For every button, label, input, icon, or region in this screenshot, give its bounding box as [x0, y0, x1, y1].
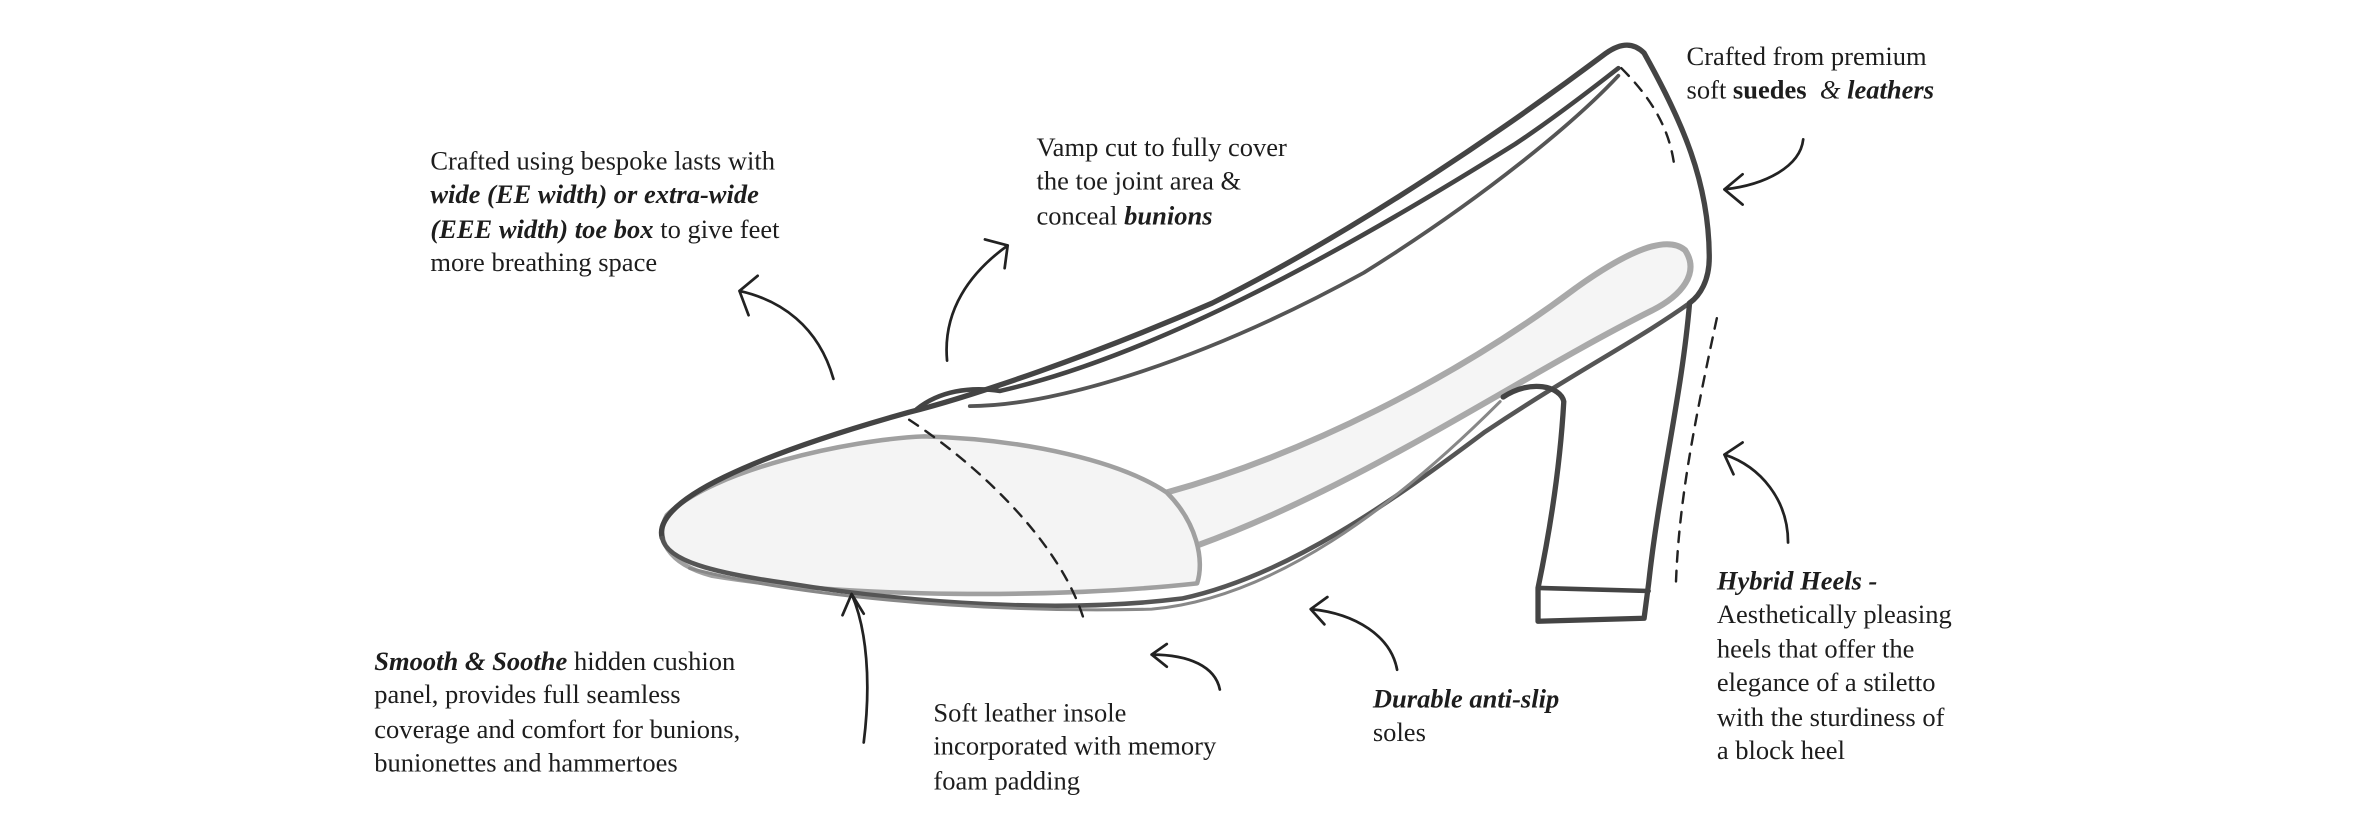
annotation-emphasis: bunions	[1124, 199, 1213, 231]
annotation-text: Aesthetically pleasing	[1716, 599, 1952, 630]
annotation-emphasis: leathers	[1847, 74, 1935, 106]
annotation-text: coverage and comfort for bunions,	[374, 713, 741, 744]
arrow-icon	[945, 238, 1010, 363]
annotation-text: Crafted using bespoke lasts with	[430, 145, 776, 176]
sole-annotation: Durable anti-slip soles	[1373, 682, 1559, 750]
annotation-text: &	[1806, 74, 1848, 106]
annotation-text: conceal	[1036, 199, 1125, 231]
annotation-text: panel, provides full seamless	[374, 679, 681, 710]
annotation-text: Crafted from premium	[1686, 40, 1927, 72]
arrow-icon	[1150, 642, 1222, 691]
heel-dashed-line	[1674, 317, 1719, 585]
annotation-text: heels that offer the	[1716, 633, 1915, 664]
annotation-text: soft	[1686, 74, 1733, 106]
annotation-emphasis: Durable anti-slip	[1372, 683, 1560, 714]
annotation-emphasis: wide (EE width) or extra-wide	[430, 179, 759, 210]
annotation-text: elegance of a stiletto	[1716, 667, 1936, 698]
shoe-upper-outline	[658, 42, 1712, 541]
annotation-text: Soft leather insole	[933, 697, 1127, 728]
heel-outline	[1500, 300, 1693, 624]
annotation-text: hidden cushion	[567, 645, 736, 676]
arrow-icon	[841, 592, 869, 744]
arrow-icon	[738, 274, 835, 381]
collar-line-2	[967, 73, 1621, 408]
back-dashed-line	[1620, 66, 1676, 168]
vamp-annotation: Vamp cut to fully cover the toe joint ar…	[1036, 130, 1286, 232]
annotation-text: more breathing space	[430, 247, 658, 278]
annotation-text: bunionettes and hammertoes	[374, 747, 678, 778]
insole-annotation: Soft leather insole incorporated with me…	[933, 696, 1216, 798]
arrow-icon	[1309, 595, 1399, 672]
collar-line	[914, 65, 1621, 412]
arrow-icon	[1723, 441, 1790, 544]
materials-annotation: Crafted from premium soft suedes & leath…	[1687, 39, 1935, 107]
annotation-text: incorporated with memory	[933, 730, 1217, 762]
annotation-text: a block heel	[1716, 734, 1845, 766]
sole-bottom	[687, 400, 1502, 612]
annotation-text: soles	[1372, 717, 1426, 748]
annotation-text: the toe joint area &	[1036, 165, 1242, 197]
heel-cap	[1535, 585, 1651, 594]
arrows	[738, 138, 1805, 744]
toe-box-annotation: Crafted using bespoke lasts with wide (E…	[430, 144, 779, 280]
arrow-icon	[1723, 138, 1805, 206]
annotation-emphasis: (EEE width) toe box	[430, 213, 654, 244]
toe-cushion-panel	[660, 434, 1203, 597]
annotation-text: to give feet	[653, 213, 780, 244]
annotation-emphasis: Hybrid Heels -	[1716, 565, 1878, 596]
heel-annotation: Hybrid Heels - Aesthetically pleasing he…	[1717, 564, 1952, 768]
annotation-emphasis: suedes	[1732, 74, 1807, 106]
annotation-text: Vamp cut to fully cover	[1036, 131, 1287, 163]
cushion-annotation: Smooth & Soothe hidden cushion panel, pr…	[374, 644, 740, 780]
insole-outline	[1163, 241, 1694, 549]
annotation-emphasis: Smooth & Soothe	[374, 645, 568, 676]
annotation-text: with the sturdiness of	[1716, 701, 1945, 732]
toe-joint-dashed-line	[907, 418, 1085, 620]
annotation-text: foam padding	[933, 764, 1080, 796]
